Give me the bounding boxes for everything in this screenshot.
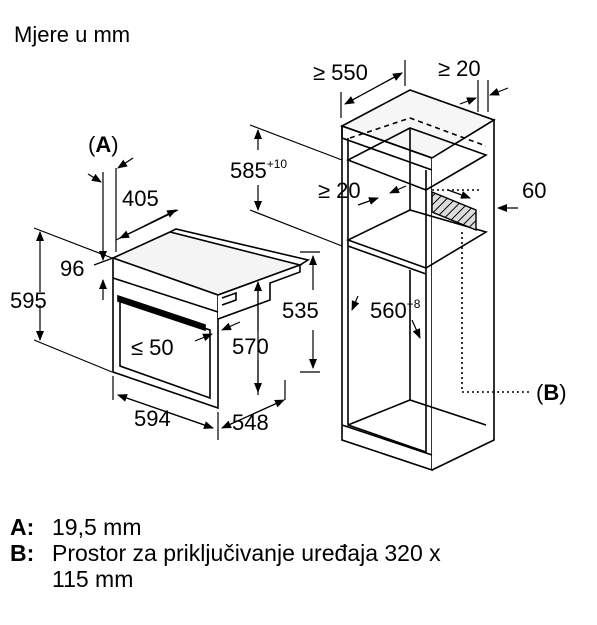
legend-item-a: A: 19,5 mm [10, 514, 441, 540]
label-rear-gap: ≥ 20 [318, 178, 361, 203]
legend-text: Prostor za priključivanje uređaja 320 x [52, 540, 441, 566]
label-top-gap: ≥ 20 [438, 56, 481, 81]
legend-key: A: [10, 514, 35, 540]
oven-dimensions [33, 157, 320, 440]
b-leader [432, 189, 532, 393]
label-oven-inner-height: 570 [232, 334, 269, 359]
label-vent: 60 [522, 178, 546, 203]
legend-item-b: B: Prostor za priključivanje uređaja 320 … [10, 540, 441, 566]
diagram-title: Mjere u mm [14, 22, 130, 47]
label-oven-height: 595 [10, 288, 47, 313]
legend-key: B: [10, 540, 35, 566]
b-marker: (B) [536, 380, 567, 405]
label-oven-depth-top: 405 [122, 186, 159, 211]
label-cabinet-depth: ≥ 550 [313, 60, 368, 85]
legend-text: 19,5 mm [52, 514, 142, 540]
cabinet-drawing [340, 89, 496, 472]
legend-item-b-cont: 115 mm [52, 566, 134, 592]
label-oven-depth: 548 [232, 410, 269, 435]
cabinet-dimensions [249, 60, 518, 339]
legend: A: 19,5 mm B: Prostor za priključivanje ur… [10, 514, 441, 592]
label-gap: ≤ 50 [131, 335, 174, 360]
a-marker: (A) [88, 132, 119, 157]
label-oven-panel: 96 [60, 256, 84, 281]
label-niche-width: 560+8 [370, 297, 421, 323]
label-niche-depth: 585+10 [230, 157, 287, 183]
label-oven-width: 594 [134, 406, 171, 431]
label-niche-height: 535 [282, 298, 319, 323]
oven-drawing [110, 228, 311, 410]
vent-hatch [431, 190, 477, 232]
